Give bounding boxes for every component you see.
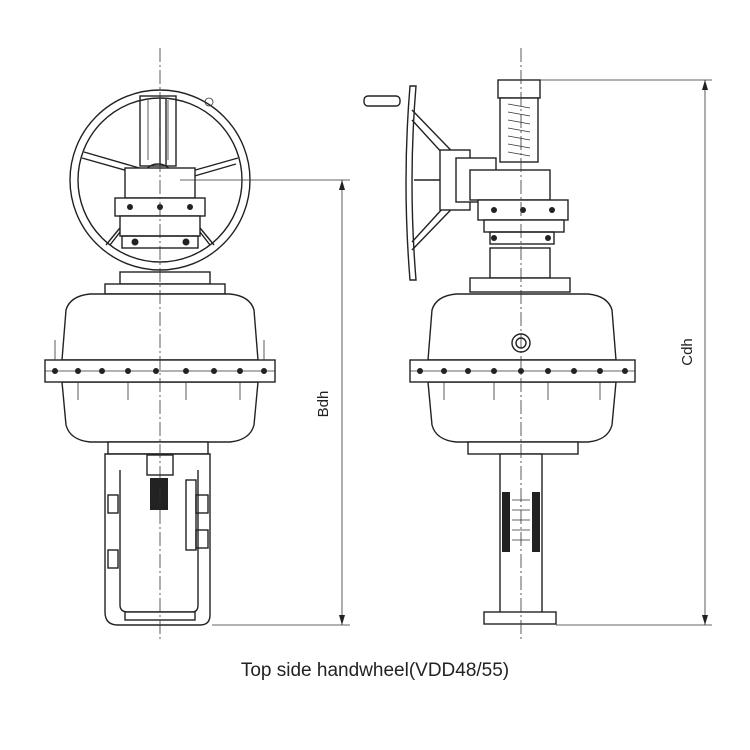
- dimension-bdh: Bdh: [180, 179, 350, 626]
- front-yoke: [104, 441, 211, 626]
- side-lower-stem: [467, 441, 579, 625]
- side-flange-bolts: [417, 368, 628, 400]
- front-view: [44, 48, 276, 640]
- front-flange-bolts: [52, 340, 267, 400]
- front-neck: [119, 271, 211, 285]
- figure-caption: Top side handwheel(VDD48/55): [240, 660, 510, 681]
- side-diaphragm-case: [409, 293, 636, 443]
- side-spring-housing: [497, 79, 541, 163]
- cdh-label: Cdh: [679, 338, 696, 366]
- bdh-label: Bdh: [315, 391, 332, 418]
- side-gearbox: [439, 149, 569, 245]
- dimension-cdh: Cdh: [540, 79, 712, 626]
- side-view: [363, 48, 636, 640]
